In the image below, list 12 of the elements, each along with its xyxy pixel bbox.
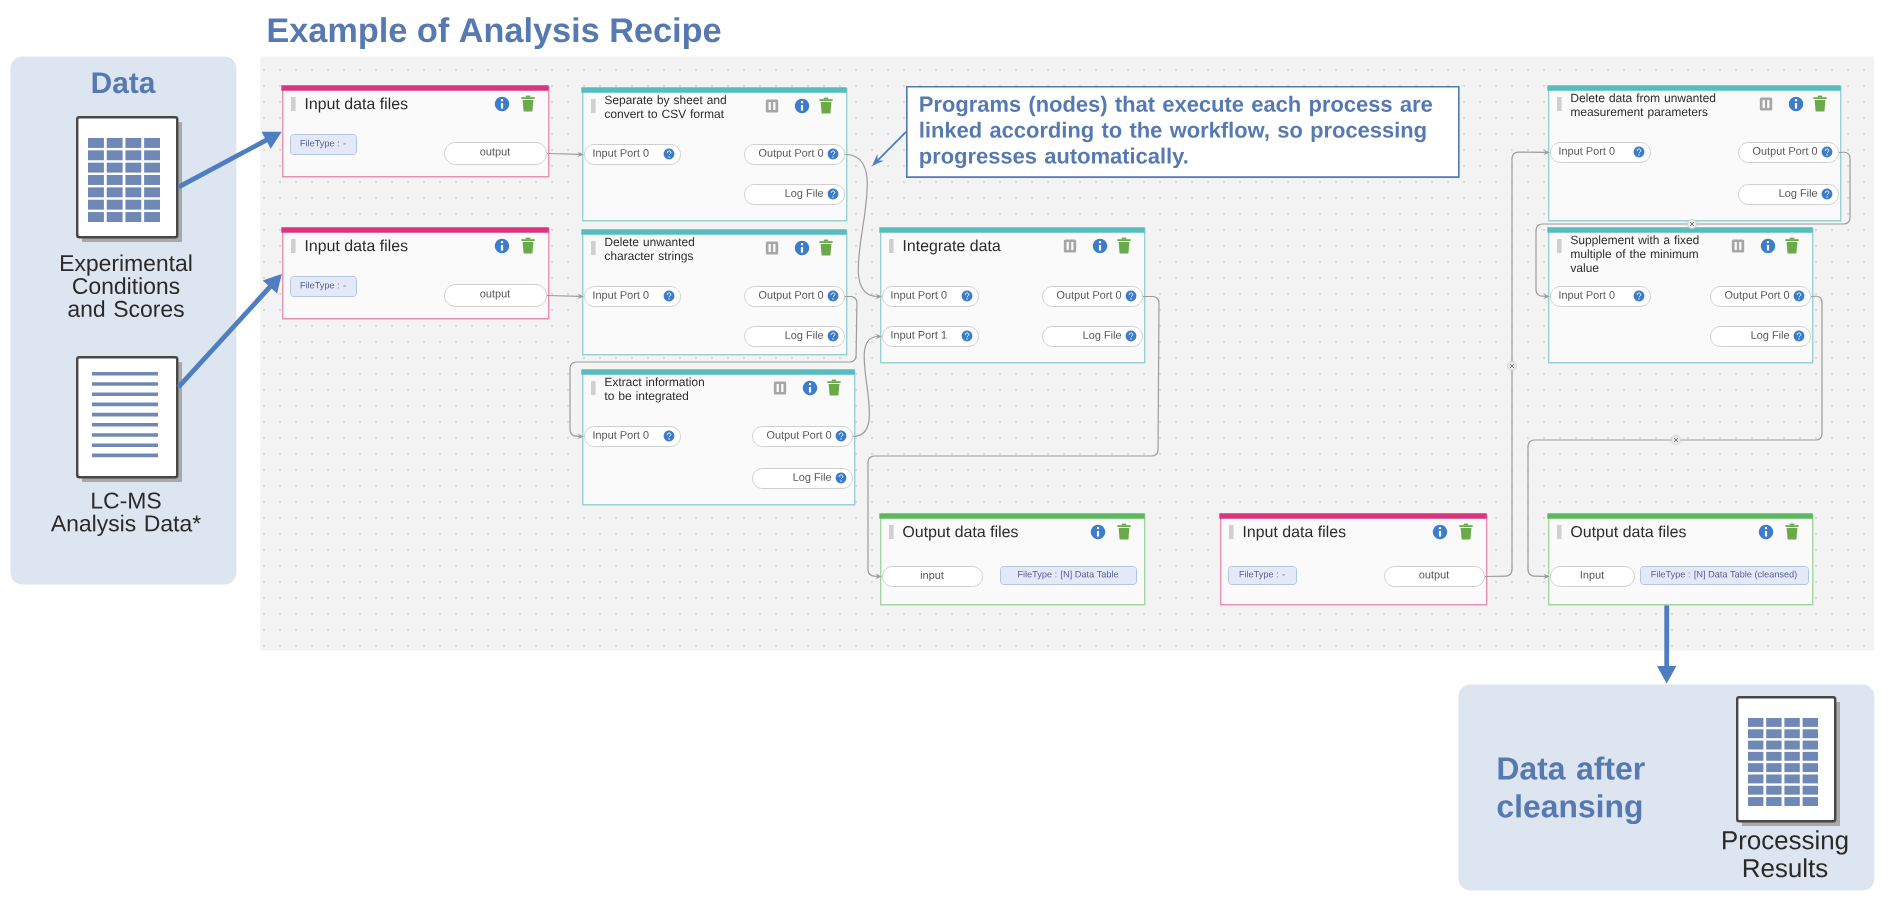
connector bbox=[546, 151, 584, 157]
node-label: Processing Results bbox=[1723, 830, 1848, 878]
connector bbox=[546, 293, 584, 299]
leader-arrow bbox=[872, 131, 907, 166]
connector bbox=[569, 295, 858, 439]
callout-box: Programs (nodes) that execute each process are linked according to the workflow, so processing progresses automatically. bbox=[906, 86, 1460, 178]
node-label: Experimental Conditions and Scores bbox=[61, 254, 192, 318]
heading: Example of Analysis Recipe bbox=[268, 17, 721, 50]
node-label: LC-MS Analysis Data* bbox=[50, 492, 201, 537]
connector bbox=[867, 295, 1160, 579]
connector bbox=[1484, 149, 1550, 578]
connector bbox=[852, 333, 882, 438]
